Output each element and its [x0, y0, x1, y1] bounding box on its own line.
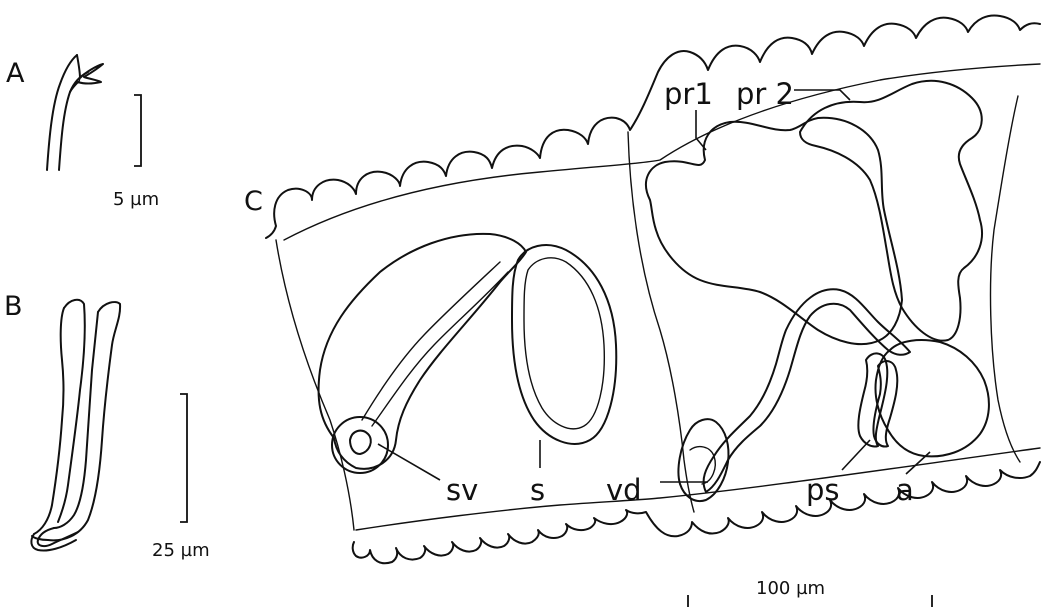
label-sv: sv: [446, 473, 478, 507]
label-s: s: [530, 473, 545, 507]
panel-a: A 5 µm: [6, 55, 159, 210]
label-pr2: pr 2: [736, 77, 794, 111]
label-a: a: [896, 473, 914, 507]
segment-wall-middle: [628, 132, 694, 512]
leader-ps: [842, 440, 870, 470]
segment-wall-right: [991, 96, 1020, 462]
panel-c: C: [244, 16, 1040, 607]
scale-label-b: 25 µm: [152, 540, 210, 561]
seminal-vesicle: [319, 234, 526, 473]
prostate-pr2: [800, 81, 982, 341]
scale-bar-b: [180, 394, 187, 522]
scale-bar-a: [134, 95, 141, 166]
prostate-pr1: [646, 118, 902, 344]
seminal-bursa: [512, 245, 616, 444]
segment-wall-left: [276, 240, 354, 530]
leader-lines: [378, 90, 930, 482]
dorsal-inner-line: [284, 64, 1040, 240]
hook-drawing-a: [47, 55, 103, 170]
label-ps: ps: [806, 473, 840, 507]
panel-a-letter: A: [6, 58, 25, 89]
panel-b-letter: B: [4, 291, 23, 322]
panel-b: B 25 µm: [4, 291, 210, 561]
vas-deferens: [704, 289, 910, 492]
scale-label-c: 100 µm: [756, 578, 825, 599]
panel-c-letter: C: [244, 186, 263, 217]
label-vd: vd: [606, 473, 642, 507]
scale-label-a: 5 µm: [113, 189, 159, 210]
copulatory-complex: [678, 289, 988, 501]
leader-sv: [378, 444, 440, 480]
atrium: [876, 340, 989, 456]
dorsal-epidermis: [266, 16, 1040, 238]
body-outline: [266, 16, 1040, 564]
label-pr1: pr1: [664, 77, 713, 111]
stylet-drawing-b: [31, 300, 120, 551]
